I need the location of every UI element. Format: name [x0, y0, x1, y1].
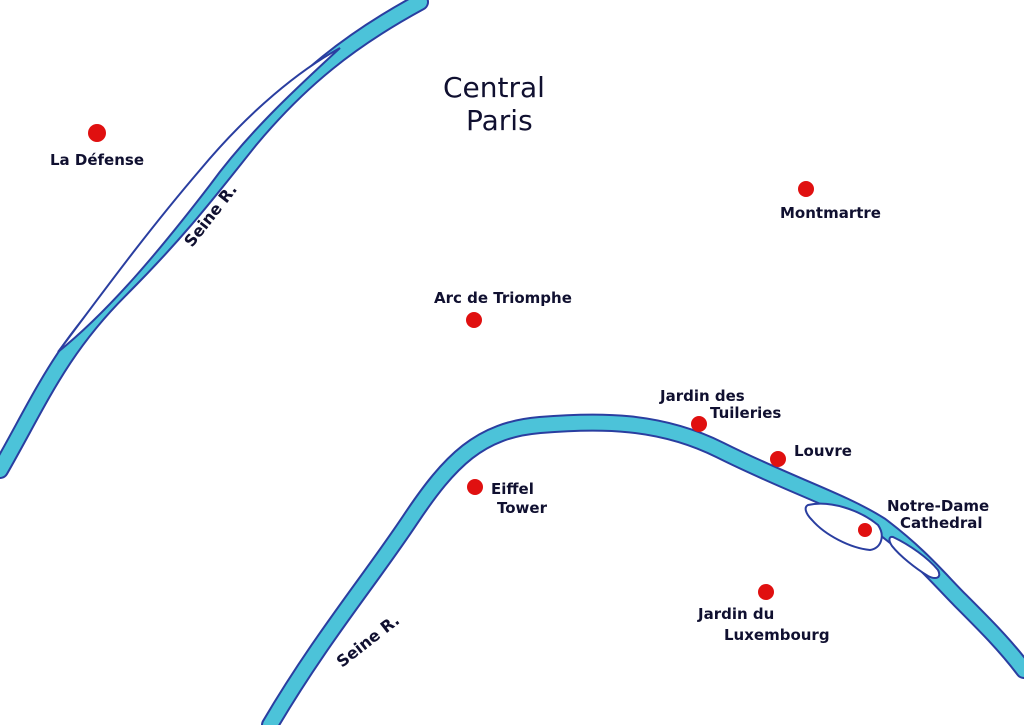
island-cite	[804, 502, 883, 552]
place-label: Notre-Dame	[887, 497, 989, 515]
marker-louvre	[770, 451, 786, 467]
place-label: Tower	[497, 499, 548, 517]
place-label: Jardin du	[697, 605, 774, 623]
place-label: La Défense	[50, 151, 144, 169]
place-label: Luxembourg	[724, 626, 830, 644]
marker-montmartre	[798, 181, 814, 197]
marker-notre-dame-cathedral	[858, 523, 872, 537]
place-louvre[interactable]: Louvre	[770, 442, 852, 467]
place-label: Tuileries	[710, 404, 781, 422]
marker-eiffel-tower	[467, 479, 483, 495]
river-seine-upper	[0, 0, 429, 479]
place-label: Louvre	[794, 442, 852, 460]
place-la-defense[interactable]: La Défense	[50, 124, 144, 169]
place-label: Cathedral	[900, 514, 983, 532]
place-jardin-du-luxembourg[interactable]: Jardin du Luxembourg	[697, 584, 830, 644]
marker-la-defense	[88, 124, 106, 142]
marker-jardin-des-tuileries	[691, 416, 707, 432]
place-eiffel-tower[interactable]: Eiffel Tower	[467, 479, 548, 517]
place-montmartre[interactable]: Montmartre	[780, 181, 881, 222]
place-notre-dame-cathedral[interactable]: Notre-Dame Cathedral	[858, 497, 989, 537]
place-label: Montmartre	[780, 204, 881, 222]
marker-arc-de-triomphe	[466, 312, 482, 328]
place-label: Arc de Triomphe	[434, 289, 572, 307]
place-arc-de-triomphe[interactable]: Arc de Triomphe	[434, 289, 572, 328]
island-saint-louis	[888, 535, 941, 579]
map-title-line1: Central	[443, 71, 545, 104]
map-title-line2: Paris	[466, 104, 533, 137]
place-label: Jardin des	[659, 387, 745, 405]
marker-jardin-du-luxembourg	[758, 584, 774, 600]
river-seine-lower	[261, 413, 1024, 725]
island-upper	[57, 47, 341, 353]
place-label: Eiffel	[491, 480, 534, 498]
place-jardin-des-tuileries[interactable]: Jardin des Tuileries	[659, 387, 781, 432]
